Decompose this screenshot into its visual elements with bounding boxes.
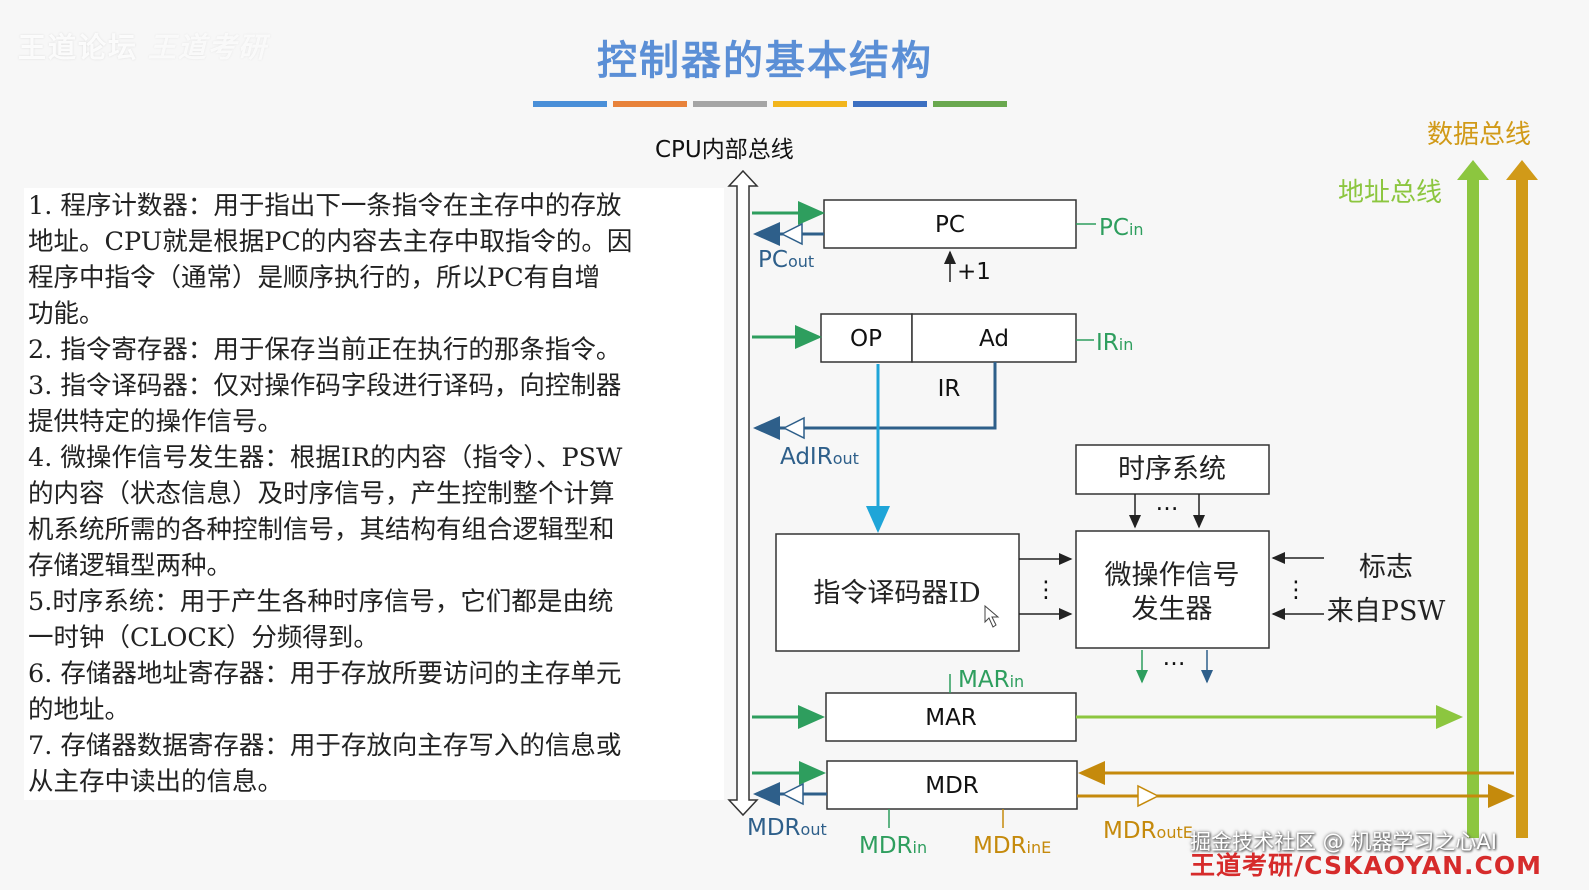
description-line: 程序中指令（通常）是顺序执行的，所以PC有自增 [28,263,601,293]
forum-brand-text: 王道论坛 [18,31,139,64]
mar-register-label: MAR [925,705,977,731]
mdr-register-label: MDR [925,773,979,799]
cpu-bus-label: CPU内部总线 [655,137,794,163]
description-line: 2. 指令寄存器：用于保存当前正在执行的那条指令。 [28,335,622,365]
description-line: 的内容（状态信息）及时序信号，产生控制整个计算 [28,479,615,509]
title-bar-segment-4 [773,101,847,107]
micro-op-generator-box [1075,530,1270,649]
mdr-oute-signal: MDRoutE [1103,818,1193,844]
mdr-in-signal: MDRin [859,833,927,859]
pc-register [823,199,1077,249]
flag-label-2: 来自PSW [1327,596,1446,627]
ir-ad-label: Ad [979,326,1009,352]
description-line: 功能。 [28,299,105,329]
adir-out-signal: AdIRout [780,444,859,470]
address-bus [1457,160,1489,838]
data-bus-label: 数据总线 [1427,120,1531,150]
mdr-oute-gate-icon [1137,784,1160,808]
title-bar-segment-5 [853,101,927,107]
mdr-ine-signal: MDRinE [973,833,1051,859]
data-bus [1506,160,1538,838]
description-line: 1. 程序计数器：用于指出下一条指令在主存中的存放 [28,191,622,221]
description-line: 的地址。 [28,695,131,725]
mdr-register [826,760,1078,810]
mdr-out-signal: MDRout [747,815,827,841]
mdr-out-gate-icon [781,782,804,806]
adir-output-arrow [753,362,997,440]
title-bar-segment-6 [933,101,1007,107]
pc-out-gate-icon [780,222,803,246]
flag-vdots: ⋮ [1285,577,1308,603]
pc-in-signal: PCin [1099,215,1144,241]
description-line: 6. 存储器地址寄存器：用于存放所要访问的主存单元 [28,659,622,689]
description-line: 提供特定的操作信号。 [28,407,284,437]
description-line: 一时钟（CLOCK）分频得到。 [28,623,379,653]
forum-watermark: 王道论坛王道考研 [18,26,268,66]
ir-op-field [820,313,913,363]
cpu-internal-bus [727,169,759,817]
description-line: 从主存中读出的信息。 [28,767,284,797]
description-panel: 1. 程序计数器：用于指出下一条指令在主存中的存放 地址。CPU就是根据PC的内… [24,188,724,800]
description-line: 3. 指令译码器：仅对操作码字段进行译码，向控制器 [28,371,622,401]
adir-out-gate-icon [782,416,805,440]
pc-increment-label: +1 [957,259,991,285]
timing-system-label: 时序系统 [1118,454,1226,485]
mar-in-signal: MARin [958,667,1024,693]
flag-label-1: 标志 [1359,552,1413,583]
pc-register-label: PC [935,212,965,238]
micro-op-generator-label-1: 微操作信号 [1105,560,1240,591]
description-line: 5.时序系统：用于产生各种时序信号，它们都是由统 [28,587,614,617]
title-bar-segment-3 [693,101,767,107]
pc-out-signal: PCout [758,247,814,273]
ir-ad-field [911,313,1077,363]
control-signal-ellipsis: … [1163,645,1186,671]
forum-logo-text: 王道考研 [148,31,269,64]
description-line: 4. 微操作信号发生器：根据IR的内容（指令）、PSW [28,443,623,473]
description-line: 7. 存储器数据寄存器：用于存放向主存写入的信息或 [28,731,622,761]
ir-name-label: IR [938,376,961,402]
address-bus-label: 地址总线 [1338,178,1442,208]
juejin-watermark: 掘金技术社区 @ 机器学习之心AI [1190,830,1497,854]
ir-in-signal: IRin [1096,330,1133,356]
title-bar-segment-1 [533,101,607,107]
description-line: 存储逻辑型两种。 [28,551,233,581]
instruction-decoder-box [775,533,1020,652]
micro-op-generator-label-2: 发生器 [1132,594,1213,625]
ir-op-label: OP [850,326,882,352]
site-watermark: 王道考研/CSKAOYAN.COM [1190,851,1542,880]
mouse-cursor-icon [984,604,1000,628]
title-bar-segment-2 [613,101,687,107]
description-line: 地址。CPU就是根据PC的内容去主存中取指令的。因 [28,227,633,257]
timing-ellipsis: … [1156,490,1179,516]
instruction-decoder-label: 指令译码器ID [813,578,980,609]
decoder-vdots: ⋮ [1035,577,1058,603]
timing-system-box [1075,444,1270,495]
page-title: 控制器的基本结构 [597,38,933,84]
description-line: 机系统所需的各种控制信号，其结构有组合逻辑型和 [28,515,615,545]
